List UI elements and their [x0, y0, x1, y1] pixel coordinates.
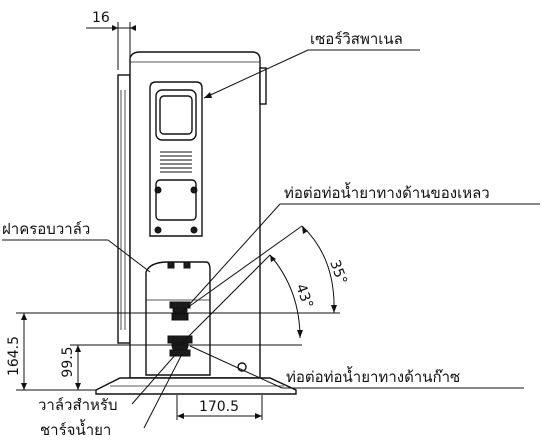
label-service-panel: เซอร์วิสพาเนล: [310, 30, 403, 48]
gas-valve: [167, 335, 193, 357]
side-plate-left: [117, 74, 131, 344]
dimension-lines: 16 164.5 99.5 170.5 35° 43°: [6, 10, 350, 420]
label-valve-cover: ฝาครอบวาล์ว: [2, 220, 90, 238]
label-charging-valve-line1: วาล์วสำหรับ: [38, 396, 118, 414]
dim-height-upper: 164.5: [6, 336, 22, 376]
dim-height-lower: 99.5: [60, 346, 76, 377]
label-charging-valve-line2: ชาร์จน้ำยา: [40, 419, 111, 439]
dim-top-offset: 16: [92, 10, 110, 26]
dim-angle-outer: 35°: [326, 258, 350, 287]
valve-cover-area: [145, 261, 247, 376]
callouts: เซอร์วิสพาเนล ท่อต่อท่อน้ำยาทางด้านของเห…: [2, 30, 540, 439]
label-gas-pipe-connection: ท่อต่อท่อน้ำยาทางด้านก๊าซ: [286, 366, 460, 386]
dim-width-bottom: 170.5: [199, 399, 239, 415]
service-panel: [149, 81, 203, 237]
label-liquid-pipe-connection: ท่อต่อท่อน้ำยาทางด้านของเหลว: [284, 182, 490, 202]
vent-slots: [160, 151, 192, 173]
liquid-valve: [169, 301, 191, 321]
right-tab: [259, 67, 267, 105]
dim-angle-inner: 43°: [292, 282, 316, 311]
